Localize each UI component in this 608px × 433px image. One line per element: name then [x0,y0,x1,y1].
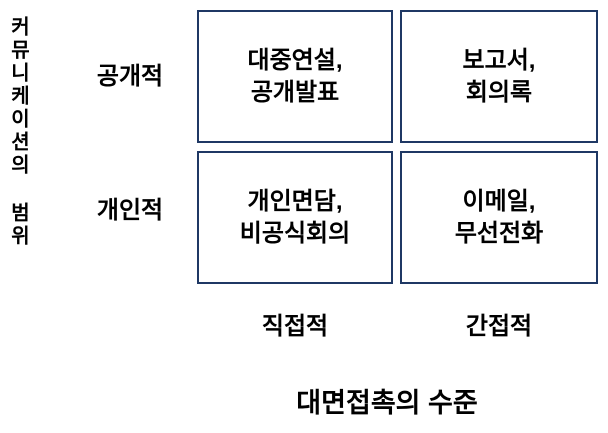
cell-text-line: 공개발표 [250,78,340,106]
col-label-direct: 직접적 [261,313,329,340]
cell-private-direct: 개인면담, 비공식회의 [197,151,393,284]
cell-public-indirect: 보고서, 회의록 [400,10,598,143]
row-label-private: 개인적 [96,197,164,224]
cell-text-line: 대중연설, [247,47,343,75]
cell-text-line: 무선전화 [454,219,544,247]
cell-text-line: 보고서, [462,47,536,75]
cell-text-line: 이메일, [462,188,536,216]
cell-private-indirect: 이메일, 무선전화 [400,151,598,284]
cell-text-line: 회의록 [465,78,533,106]
y-axis-label: 커뮤니케이션의 범위 [7,16,29,248]
cell-text-line: 비공식회의 [239,219,351,247]
col-label-indirect: 간접적 [465,313,533,340]
cell-public-direct: 대중연설, 공개발표 [197,10,393,143]
row-label-public: 공개적 [96,63,164,90]
cell-text-line: 개인면담, [247,188,343,216]
x-axis-label: 대면접촉의 수준 [296,388,478,418]
